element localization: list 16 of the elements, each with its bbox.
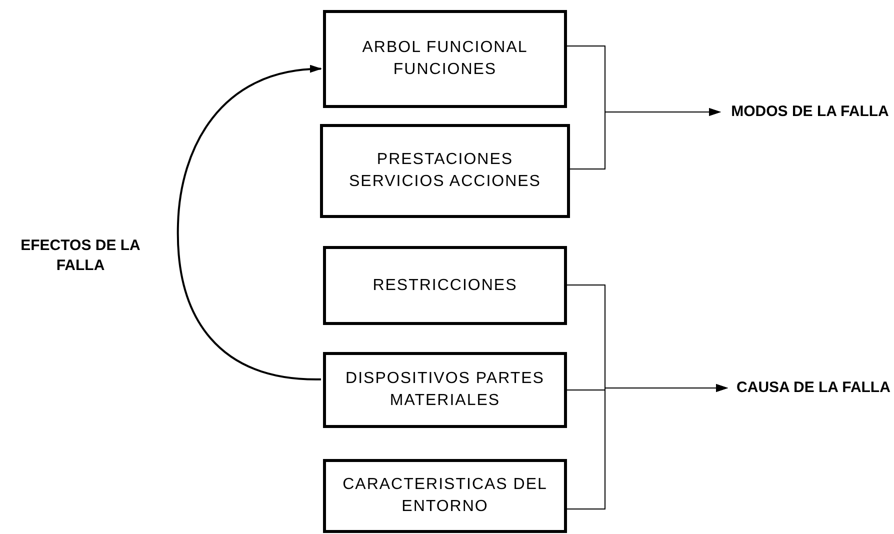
box-text: ARBOL FUNCIONAL FUNCIONES bbox=[361, 38, 529, 80]
connector-arrow bbox=[566, 384, 728, 510]
connector-arrow bbox=[570, 108, 721, 170]
outcome-label: CAUSA DE LA FALLA bbox=[735, 368, 892, 408]
process-box bbox=[323, 352, 567, 428]
box-text: DISPOSITIVOS PARTES MATERIALES bbox=[344, 369, 546, 411]
effect-label: EFECTOS DE LA FALLA bbox=[20, 236, 142, 276]
box-text: RESTRICCIONES bbox=[372, 276, 518, 296]
process-box bbox=[323, 459, 567, 533]
curved-arrow bbox=[177, 66, 322, 380]
process-box bbox=[323, 246, 567, 325]
box-text: PRESTACIONES SERVICIOS ACCIONES bbox=[348, 150, 542, 192]
process-box bbox=[323, 10, 567, 108]
outcome-label: MODOS DE LA FALLA bbox=[728, 92, 892, 132]
box-text: CARACTERISTICAS DEL ENTORNO bbox=[342, 475, 548, 517]
process-box bbox=[320, 124, 570, 218]
